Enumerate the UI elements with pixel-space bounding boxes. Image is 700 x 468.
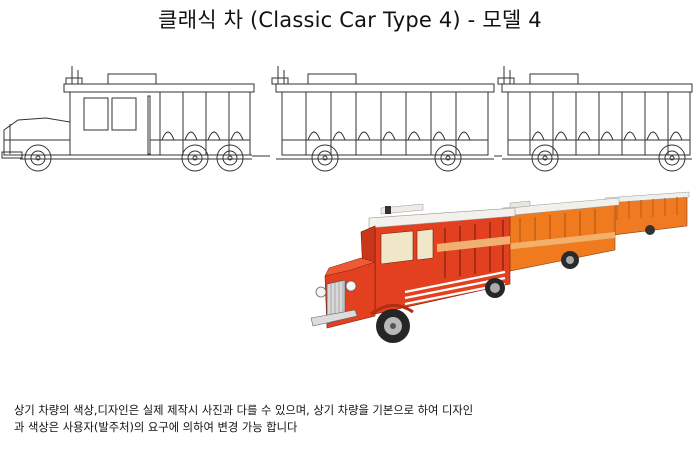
disclaimer-caption: 상기 차량의 색상,디자인은 실제 제작시 사진과 다를 수 있으며, 상기 차… (14, 402, 694, 436)
render-trailer-2 (604, 191, 690, 237)
trailer-2-drawing (497, 66, 693, 172)
caption-line-2: 과 색상은 사용자(발주처)의 요구에 의하여 변경 가능 합니다 (14, 421, 298, 434)
train-color-rendering (310, 191, 690, 343)
locomotive-drawing (1, 66, 255, 172)
render-locomotive (310, 203, 516, 343)
render-trailer-1 (502, 197, 620, 273)
trailer-1-drawing (271, 66, 495, 172)
caption-line-1: 상기 차량의 색상,디자인은 실제 제작시 사진과 다를 수 있으며, 상기 차… (14, 404, 474, 417)
train-side-drawing (1, 66, 693, 172)
page-title: 클래식 차 (Classic Car Type 4) - 모델 4 (158, 8, 542, 32)
